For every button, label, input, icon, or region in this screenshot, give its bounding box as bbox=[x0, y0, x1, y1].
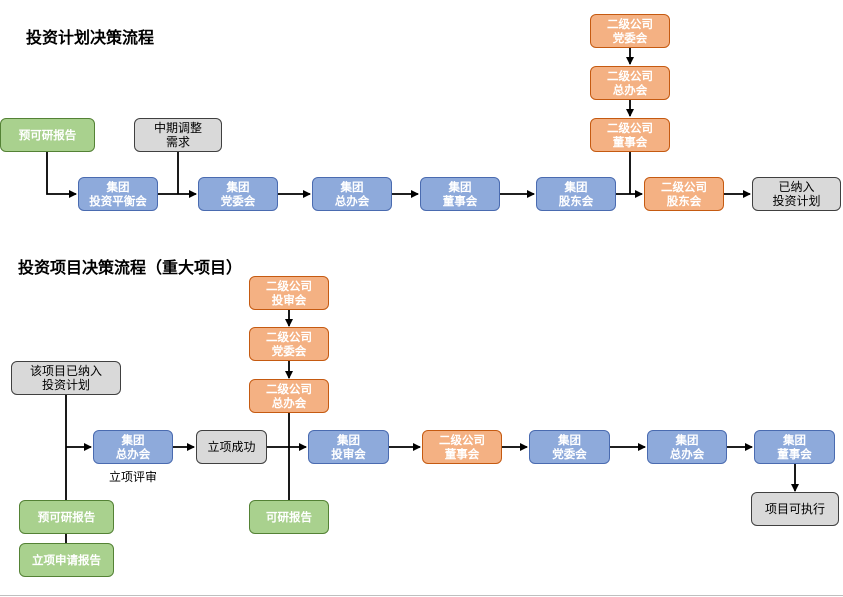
label-line1: 集团 bbox=[340, 180, 364, 194]
s2-project-executable: 项目可执行 bbox=[751, 492, 839, 526]
label-line1: 二级公司 bbox=[607, 17, 653, 31]
s1-sub-shareholders: 二级公司 股东会 bbox=[644, 177, 724, 211]
s1-group-general-office: 集团 总办会 bbox=[312, 177, 392, 211]
s1-sub-board: 二级公司 董事会 bbox=[590, 118, 670, 152]
edge-pre-to-balance bbox=[46, 152, 77, 198]
label-line2: 总办会 bbox=[115, 447, 151, 461]
s2-group-general-office-2: 集团 总办会 bbox=[647, 430, 727, 464]
label-line1: 集团 bbox=[337, 433, 360, 447]
label-line1: 集团 bbox=[783, 433, 806, 447]
label-line1: 二级公司 bbox=[661, 180, 707, 194]
label-line2: 党委会 bbox=[271, 344, 307, 358]
label-line2: 投审会 bbox=[331, 447, 366, 461]
label-line1: 二级公司 bbox=[266, 279, 312, 293]
s1-group-investment-balance: 集团 投资平衡会 bbox=[78, 177, 158, 211]
label-line1: 已纳入 bbox=[778, 180, 815, 194]
label: 可研报告 bbox=[266, 510, 312, 524]
label-line1: 二级公司 bbox=[266, 330, 312, 344]
bottom-border bbox=[0, 595, 843, 596]
s1-mid-adjust-demand: 中期调整 需求 bbox=[134, 118, 222, 152]
label: 预可研报告 bbox=[37, 510, 96, 524]
label-line2: 董事会 bbox=[442, 194, 478, 208]
label-line2: 股东会 bbox=[666, 194, 702, 208]
label-line1: 集团 bbox=[226, 180, 250, 194]
label-line1: 集团 bbox=[121, 433, 145, 447]
s2-sub-investment-review: 二级公司 投审会 bbox=[249, 276, 329, 310]
label-line2: 总办会 bbox=[669, 447, 705, 461]
label-line1: 二级公司 bbox=[607, 69, 653, 83]
section1-title: 投资计划决策流程 bbox=[26, 28, 155, 47]
label-line1: 集团 bbox=[106, 180, 130, 194]
label: 立项成功 bbox=[207, 440, 256, 454]
s2-group-investment-review: 集团 投审会 bbox=[308, 430, 389, 464]
s2-study-report: 可研报告 bbox=[249, 500, 329, 534]
label-line2: 党委会 bbox=[220, 194, 256, 208]
label-line1: 集团 bbox=[448, 180, 472, 194]
label-line1: 中期调整 bbox=[153, 121, 202, 135]
label-line2: 董事会 bbox=[444, 447, 480, 461]
s1-group-party-committee: 集团 党委会 bbox=[198, 177, 278, 211]
s2-sub-party-committee: 二级公司 党委会 bbox=[249, 327, 329, 361]
label: 立项申请报告 bbox=[32, 553, 101, 567]
label-line2: 需求 bbox=[165, 135, 190, 149]
label-line2: 总办会 bbox=[612, 83, 648, 97]
label-line2: 总办会 bbox=[334, 194, 370, 208]
s1-pre-study-report: 预可研报告 bbox=[0, 118, 95, 152]
label-line1: 二级公司 bbox=[439, 433, 485, 447]
label-line2: 党委会 bbox=[552, 447, 587, 461]
s2-sub-general-office: 二级公司 总办会 bbox=[249, 379, 329, 413]
s2-approval-application-report: 立项申请报告 bbox=[19, 543, 114, 577]
label-line2: 总办会 bbox=[271, 396, 307, 410]
label-line1: 集团 bbox=[564, 180, 588, 194]
s2-group-general-office: 集团 总办会 bbox=[93, 430, 173, 464]
label-line2: 投审会 bbox=[271, 293, 307, 307]
label-line1: 集团 bbox=[675, 433, 699, 447]
s2-group-party-committee: 集团 党委会 bbox=[529, 430, 610, 464]
label: 预可研报告 bbox=[18, 128, 77, 142]
label-line2: 投资平衡会 bbox=[89, 194, 147, 208]
label-line1: 该项目已纳入 bbox=[29, 364, 102, 378]
s2-sub-board: 二级公司 董事会 bbox=[422, 430, 502, 464]
s2-group-board: 集团 董事会 bbox=[754, 430, 835, 464]
label: 项目可执行 bbox=[764, 502, 825, 516]
s1-group-shareholders: 集团 股东会 bbox=[536, 177, 616, 211]
label-line1: 二级公司 bbox=[607, 121, 653, 135]
section2-title: 投资项目决策流程（重大项目） bbox=[18, 258, 243, 277]
s2-pre-study-report: 预可研报告 bbox=[19, 500, 114, 534]
s1-sub-party-committee: 二级公司 党委会 bbox=[590, 14, 670, 48]
label-line2: 董事会 bbox=[777, 447, 812, 461]
label-line2: 党委会 bbox=[612, 31, 648, 45]
label-line2: 投资计划 bbox=[772, 194, 821, 208]
s1-sub-general-office: 二级公司 总办会 bbox=[590, 66, 670, 100]
label-line2: 投资计划 bbox=[41, 378, 90, 392]
label-line2: 董事会 bbox=[612, 135, 648, 149]
s1-group-board: 集团 董事会 bbox=[420, 177, 500, 211]
label-line1: 集团 bbox=[558, 433, 581, 447]
s2-review-note: 立项评审 bbox=[109, 470, 158, 484]
label-line2: 股东会 bbox=[558, 194, 594, 208]
s2-approved: 立项成功 bbox=[196, 430, 267, 464]
s1-included-in-plan: 已纳入 投资计划 bbox=[752, 177, 841, 211]
label-line1: 二级公司 bbox=[266, 382, 312, 396]
s2-project-included: 该项目已纳入 投资计划 bbox=[11, 361, 121, 395]
